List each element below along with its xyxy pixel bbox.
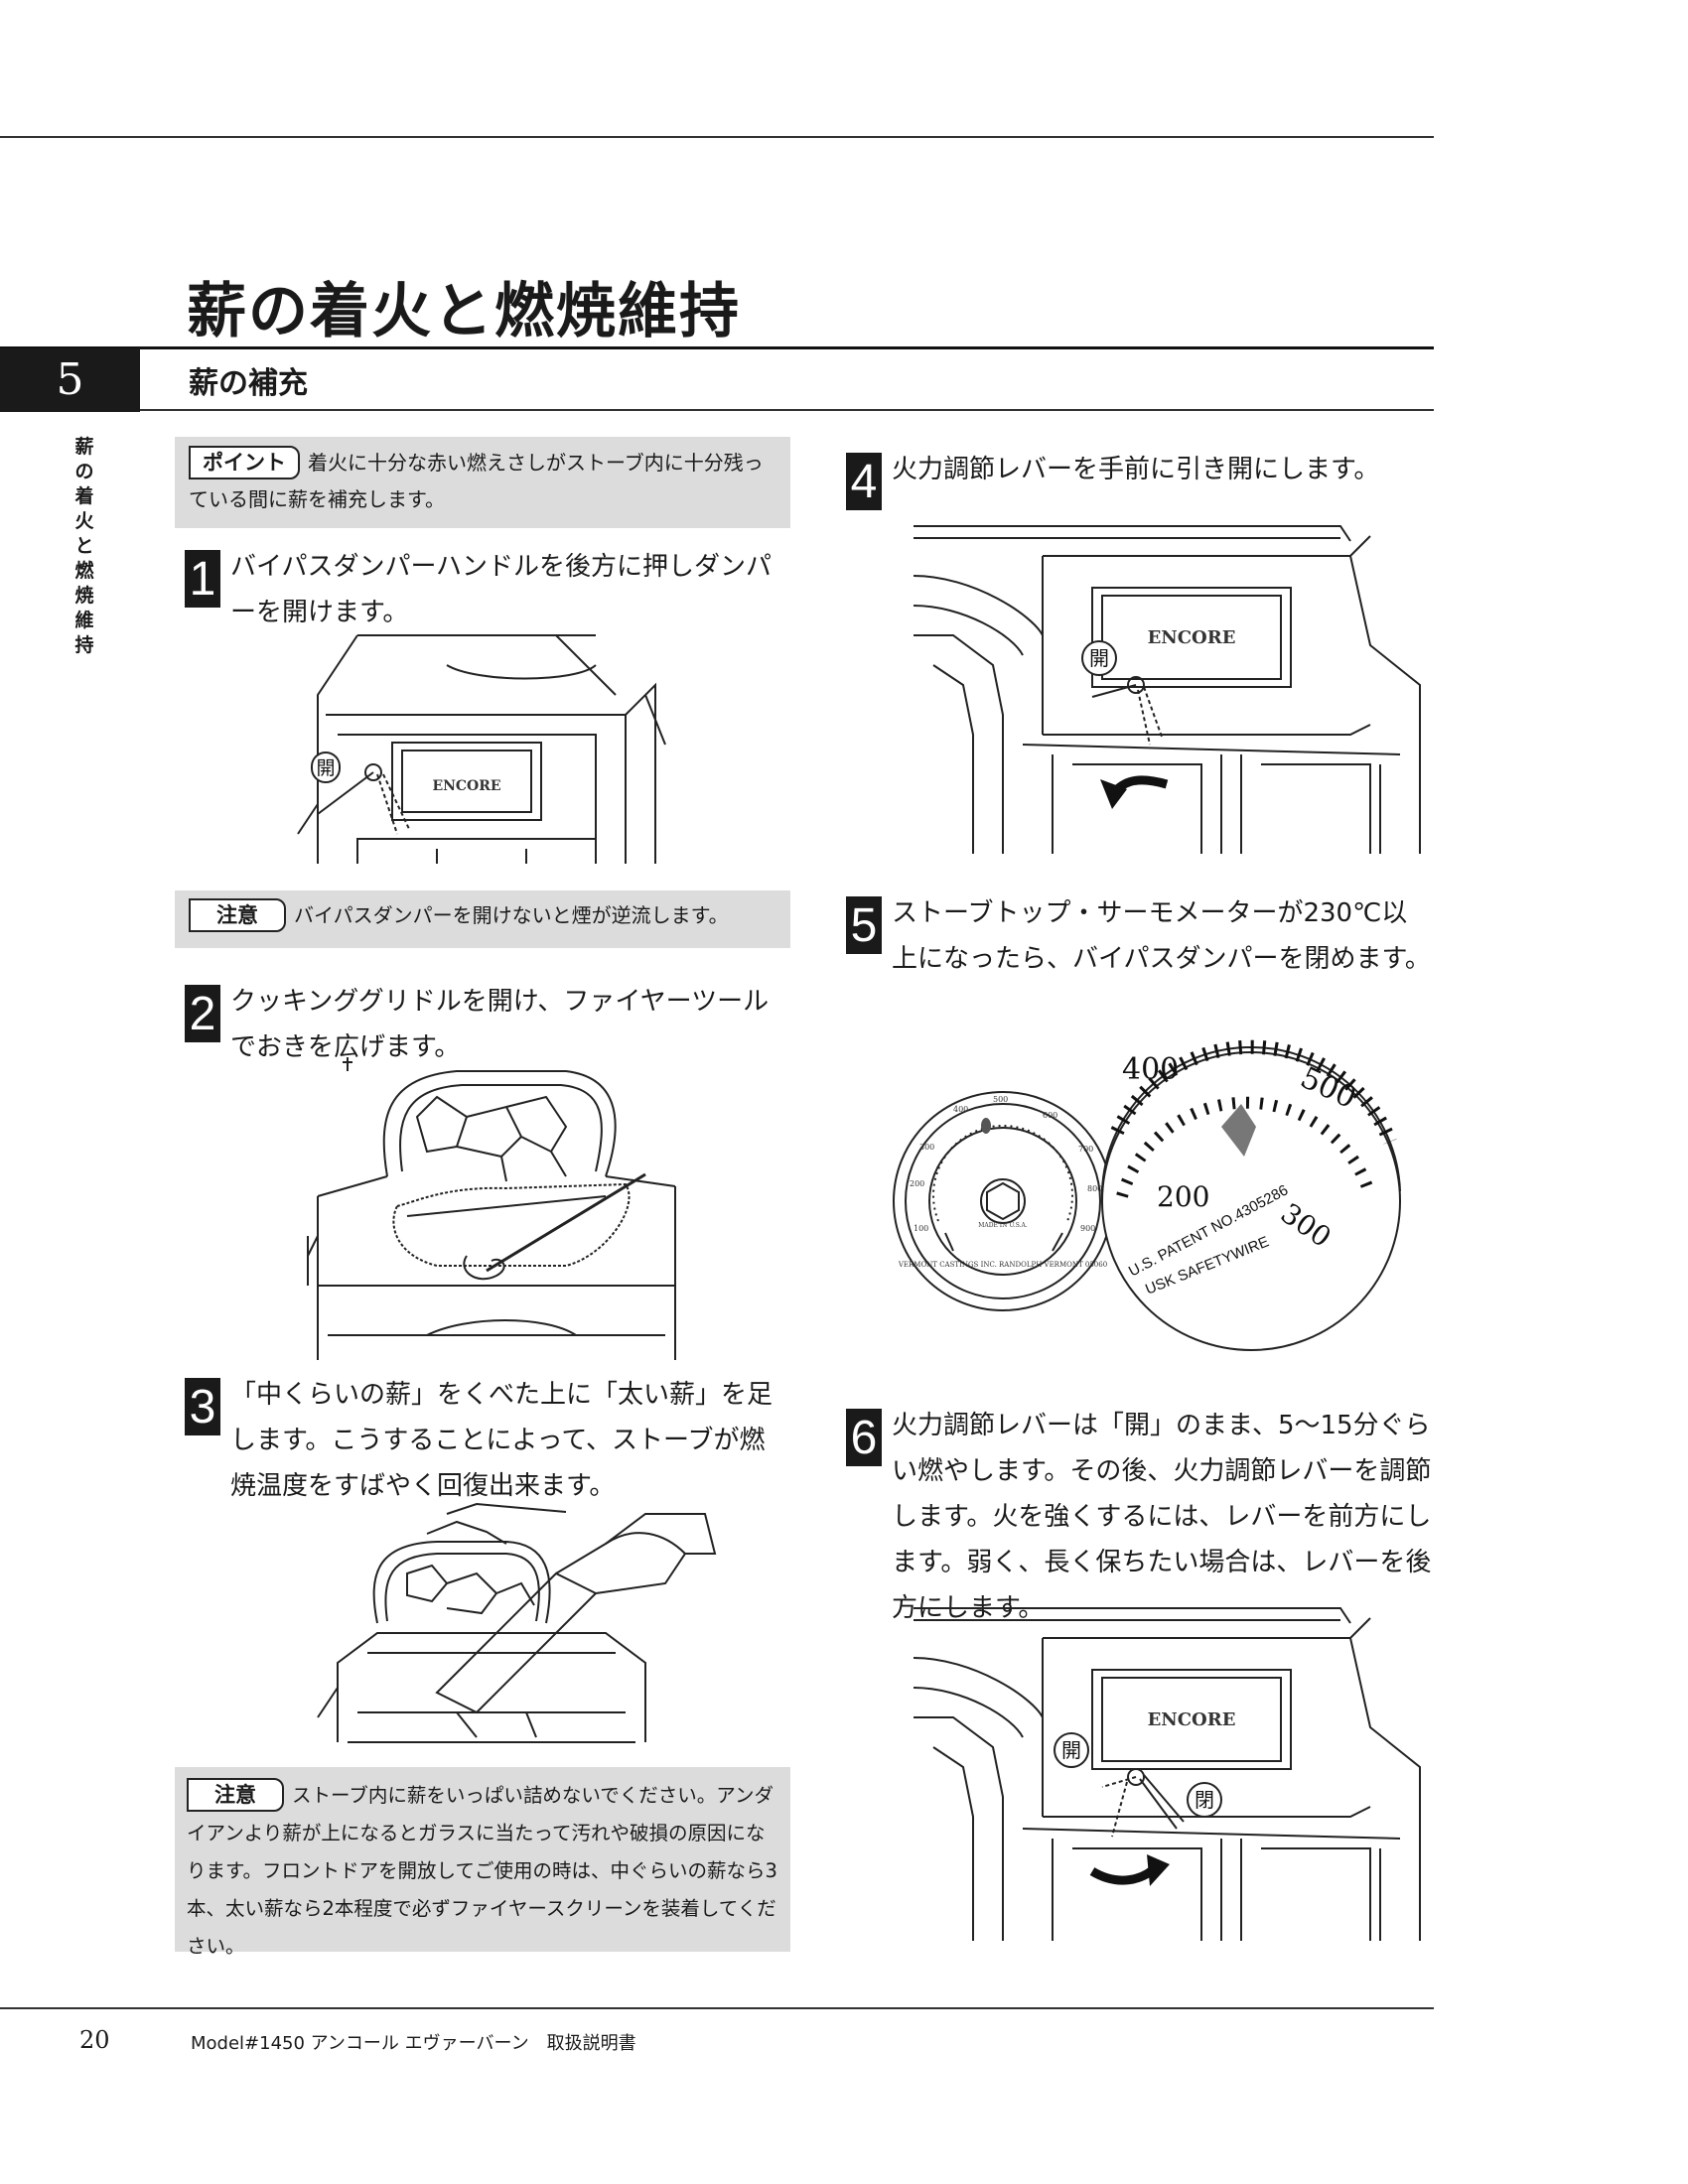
top-rule <box>0 136 1434 138</box>
side-tab: 薪の着火と燃焼維持 <box>74 436 94 656</box>
doc-title: Model#1450 アンコール エヴァーバーン 取扱説明書 <box>191 2033 636 2054</box>
thermometer-illustration: 100 200 300 400 500 600 700 800 900 MADE… <box>893 1039 1401 1351</box>
step-text: バイパスダンパーハンドルを後方に押しダンパーを開けます。 <box>230 552 772 627</box>
close-mark: 閉 <box>1195 1788 1214 1812</box>
step-3: 3 「中くらいの薪」をくべた上に「太い薪」を足します。こうすることによって、スト… <box>185 1372 780 1509</box>
dial-tick-label: 600 <box>1043 1111 1057 1120</box>
brand-text: ENCORE <box>432 778 500 794</box>
dial-tick-label: 300 <box>919 1143 934 1152</box>
dial-tick-label: 200 <box>910 1179 924 1188</box>
page-title: 薪の着火と燃焼維持 <box>187 277 741 346</box>
maker-text: VERMONT CASTINGS INC. RANDOLPH VERMONT 0… <box>898 1261 1107 1269</box>
brand-text: ENCORE <box>1148 627 1236 648</box>
footer-rule <box>0 2007 1434 2009</box>
dial-200-label: 200 <box>1157 1180 1209 1213</box>
step-text: ストーブトップ・サーモメーターが230℃以上になったら、バイパスダンパーを閉めま… <box>892 898 1431 974</box>
step-text: 火力調節レバーを手前に引き開にします。 <box>892 455 1380 484</box>
step-number: 2 <box>185 985 220 1042</box>
step-text: クッキンググリドルを開け、ファイヤーツールでおきを広げます。 <box>230 987 770 1062</box>
open-mark: 開 <box>316 757 335 779</box>
title-rule <box>0 346 1434 349</box>
step-2: 2 クッキンググリドルを開け、ファイヤーツールでおきを広げます。 <box>185 979 780 1070</box>
caution-label: 注意 <box>187 1778 284 1812</box>
griddle-open-illustration <box>307 1057 676 1360</box>
step-number: 3 <box>185 1378 220 1435</box>
caution-text: バイパスダンパーを開けないと煙が逆流します。 <box>294 903 729 927</box>
loading-logs-illustration <box>317 1502 717 1743</box>
step-number: 6 <box>846 1409 882 1466</box>
made-in-text: MADE IN U.S.A. <box>978 1222 1028 1229</box>
page-number: 20 <box>79 2026 110 2054</box>
dial-tick-label: 700 <box>1078 1145 1093 1154</box>
step-number: 5 <box>846 896 882 954</box>
point-box: ポイント着火に十分な赤い燃えさしがストーブ内に十分残っている間に薪を補充します。 <box>175 437 790 528</box>
caution-text: ストーブ内に薪をいっぱい詰めないでください。アンダイアンより薪が上になるとガラス… <box>187 1784 777 1958</box>
step-text: 火力調節レバーは「開」のまま、5～15分ぐらい燃やします。その後、火力調節レバー… <box>892 1411 1432 1623</box>
dial-tick-label: 100 <box>914 1224 928 1233</box>
dial-tick-label: 400 <box>953 1105 968 1114</box>
step-5: 5 ストーブトップ・サーモメーターが230℃以上になったら、バイパスダンパーを閉… <box>846 890 1432 982</box>
open-mark: 開 <box>1061 1738 1081 1762</box>
brand-text: ENCORE <box>1148 1709 1236 1730</box>
step-1: 1 バイパスダンパーハンドルを後方に押しダンパーを開けます。 <box>185 544 780 635</box>
caution-box-2: 注意ストーブ内に薪をいっぱい詰めないでください。アンダイアンより薪が上になるとガ… <box>175 1767 790 1958</box>
lever-open-illustration: ENCORE 開 <box>913 525 1421 854</box>
caution-label: 注意 <box>189 898 286 932</box>
dial-tick-label: 800 <box>1087 1184 1102 1193</box>
dial-400-label: 400 <box>1122 1052 1179 1087</box>
step-text: 「中くらいの薪」をくべた上に「太い薪」を足します。こうすることによって、ストーブ… <box>230 1380 774 1501</box>
step-4: 4 火力調節レバーを手前に引き開にします。 <box>846 447 1422 510</box>
lever-adjust-illustration: ENCORE 開 閉 <box>913 1607 1421 1941</box>
point-text: 着火に十分な赤い燃えさしがストーブ内に十分残っている間に薪を補充します。 <box>189 451 764 511</box>
point-label: ポイント <box>189 446 300 479</box>
dial-tick-label: 900 <box>1080 1224 1095 1233</box>
step-number: 4 <box>846 453 882 510</box>
chapter-number: 5 <box>0 348 140 412</box>
section-title: 薪の補充 <box>189 366 308 401</box>
caution-box-1: 注意バイパスダンパーを開けないと煙が逆流します。 <box>175 890 790 948</box>
step-6: 6 火力調節レバーは「開」のまま、5～15分ぐらい燃やします。その後、火力調節レ… <box>846 1403 1442 1631</box>
section-rule <box>140 409 1434 411</box>
open-mark: 開 <box>1089 646 1109 670</box>
step-number: 1 <box>185 550 220 608</box>
dial-tick-label: 500 <box>993 1095 1008 1104</box>
stove-damper-illustration: ENCORE 開 <box>297 634 666 864</box>
